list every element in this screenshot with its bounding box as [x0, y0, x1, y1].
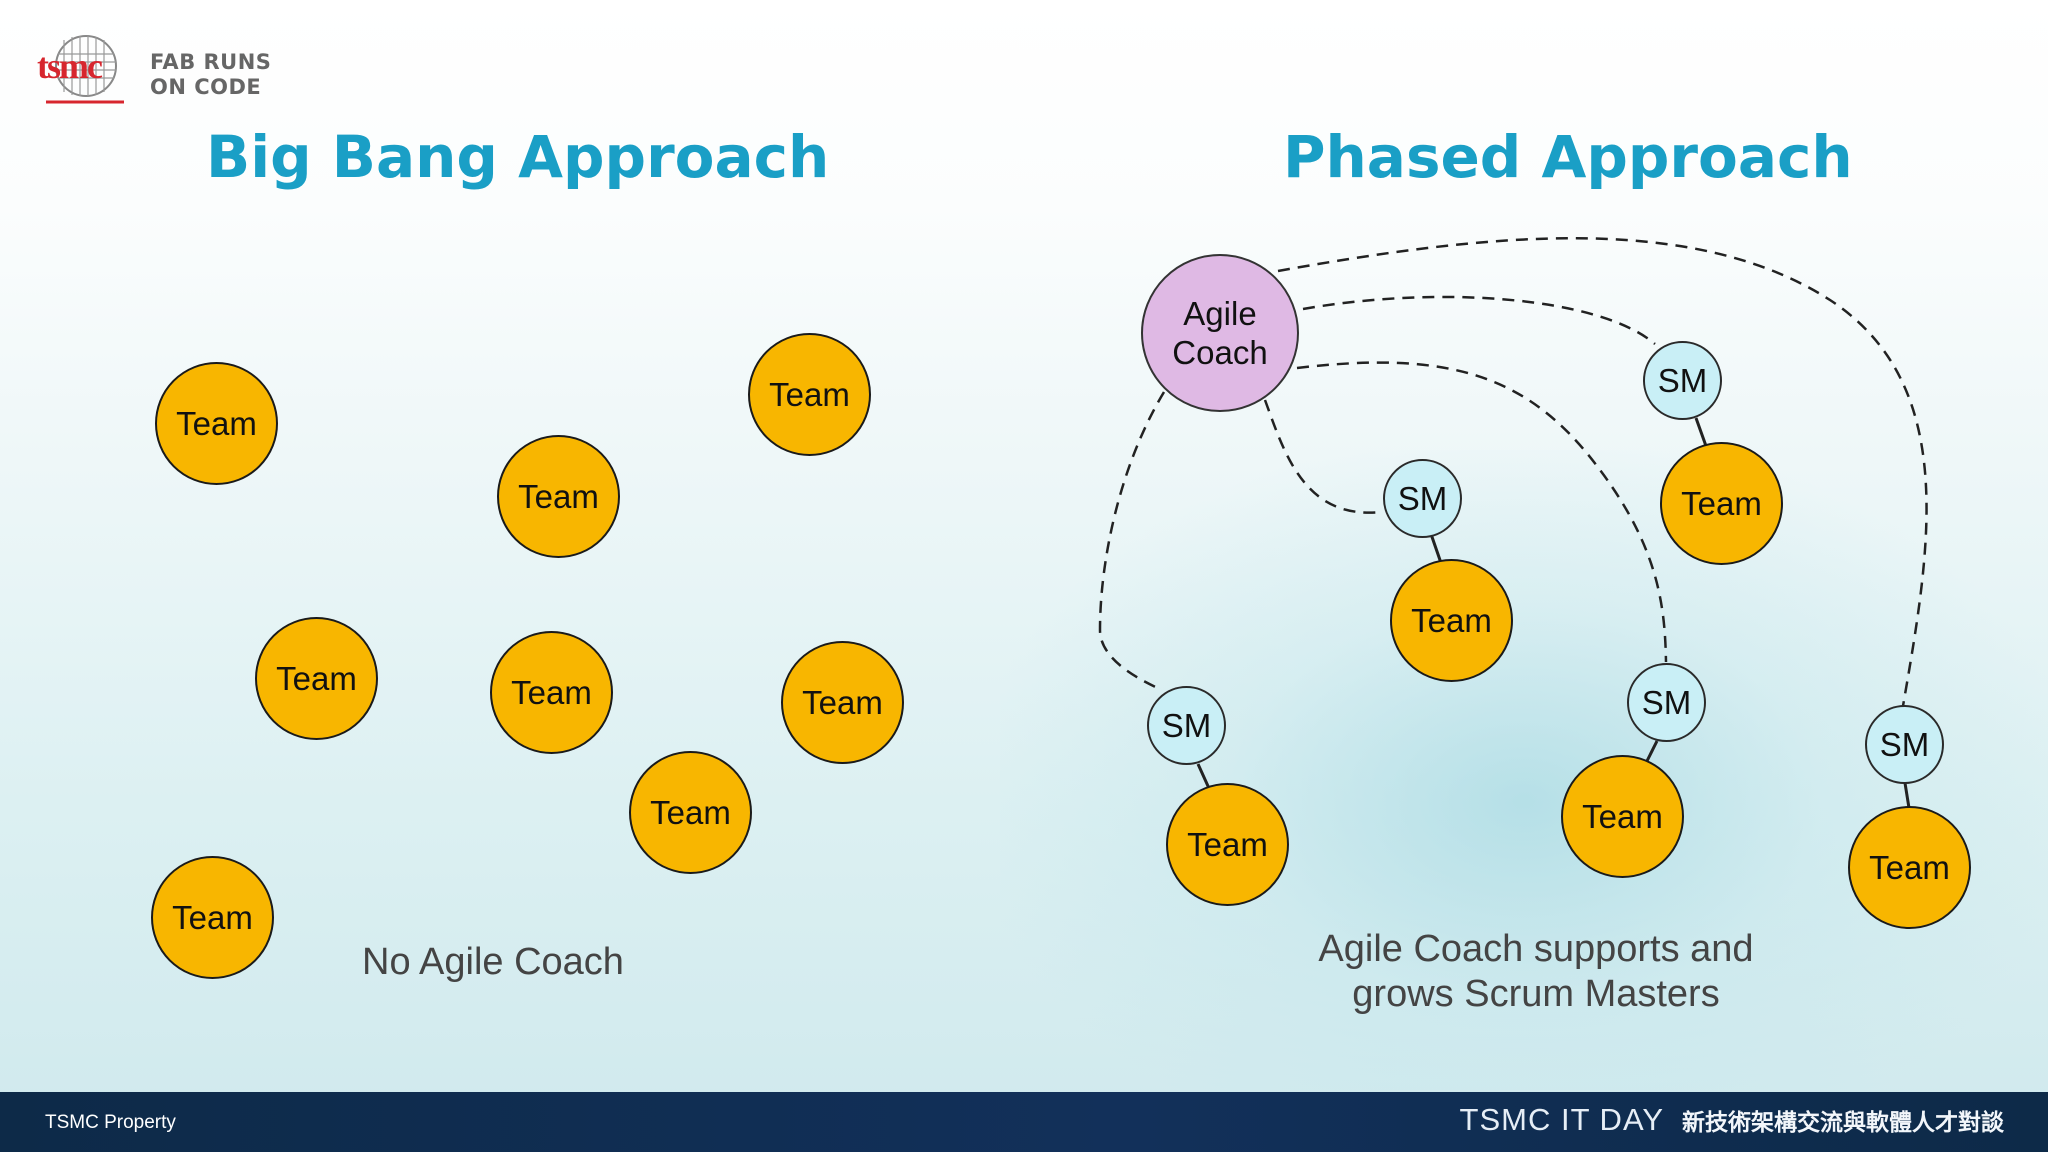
- phased-title: Phased Approach: [1283, 123, 1853, 191]
- scrum-master-circle: SM: [1627, 663, 1706, 742]
- agile-coach-label-line2: Coach: [1172, 334, 1268, 371]
- team-circle: Team: [1561, 755, 1684, 878]
- team-circle: Team: [1390, 559, 1513, 682]
- coach-link-sm-far-right: [1277, 237, 1928, 707]
- agile-coach-label-line1: Agile: [1183, 295, 1257, 332]
- sm-team-link-lower-right: [1645, 740, 1659, 762]
- phased-caption-line2: grows Scrum Masters: [1352, 973, 1720, 1015]
- team-circle: Team: [255, 617, 378, 740]
- team-circle: Team: [1166, 783, 1289, 906]
- no-agile-coach-caption: No Agile Coach: [362, 941, 624, 983]
- sm-team-link-middle: [1429, 533, 1443, 564]
- team-circle: Team: [151, 856, 274, 979]
- scrum-master-circle: SM: [1383, 459, 1462, 538]
- footer-branding: TSMC IT DAY 新技術架構交流與軟體人才對談: [1460, 1102, 2004, 1138]
- logo-tagline: FAB RUNS ON CODE: [150, 50, 271, 100]
- team-circle: Team: [497, 435, 620, 558]
- footer-property-label: TSMC Property: [45, 1112, 176, 1133]
- team-circle: Team: [629, 751, 752, 874]
- phased-caption-line1: Agile Coach supports and: [1318, 928, 1754, 970]
- team-circle: Team: [155, 362, 278, 485]
- team-circle: Team: [1848, 806, 1971, 929]
- team-circle: Team: [748, 333, 871, 456]
- footer-tagline: 新技術架構交流與軟體人才對談: [1682, 1110, 2004, 1136]
- team-circle: Team: [490, 631, 613, 754]
- phased-caption: Agile Coach supports and grows Scrum Mas…: [1276, 927, 1796, 1017]
- coach-link-sm-lower-right: [1296, 361, 1668, 663]
- scrum-master-circle: SM: [1865, 705, 1944, 784]
- logo-tagline-line1: FAB RUNS: [150, 50, 272, 74]
- logo-wordmark: tsmc: [37, 46, 103, 86]
- logo-wafer-icon: [55, 35, 117, 97]
- team-circle: Team: [781, 641, 904, 764]
- sm-team-link-far-right: [1903, 782, 1911, 809]
- team-circle: Team: [1660, 442, 1783, 565]
- coach-link-sm-left: [1098, 391, 1166, 692]
- coach-link-sm-top-right: [1302, 295, 1656, 345]
- logo-tagline-line2: ON CODE: [150, 75, 262, 99]
- footer-bar: TSMC Property TSMC IT DAY 新技術架構交流與軟體人才對談: [0, 1092, 2048, 1152]
- big-bang-title: Big Bang Approach: [206, 123, 830, 191]
- agile-coach-circle: Agile Coach: [1141, 254, 1299, 412]
- coach-link-sm-middle: [1263, 399, 1383, 514]
- footer-brand: TSMC IT DAY: [1459, 1102, 1664, 1137]
- sm-team-link-top-right: [1694, 417, 1708, 447]
- scrum-master-circle: SM: [1643, 341, 1722, 420]
- scrum-master-circle: SM: [1147, 686, 1226, 765]
- tsmc-logo: tsmc: [37, 35, 124, 104]
